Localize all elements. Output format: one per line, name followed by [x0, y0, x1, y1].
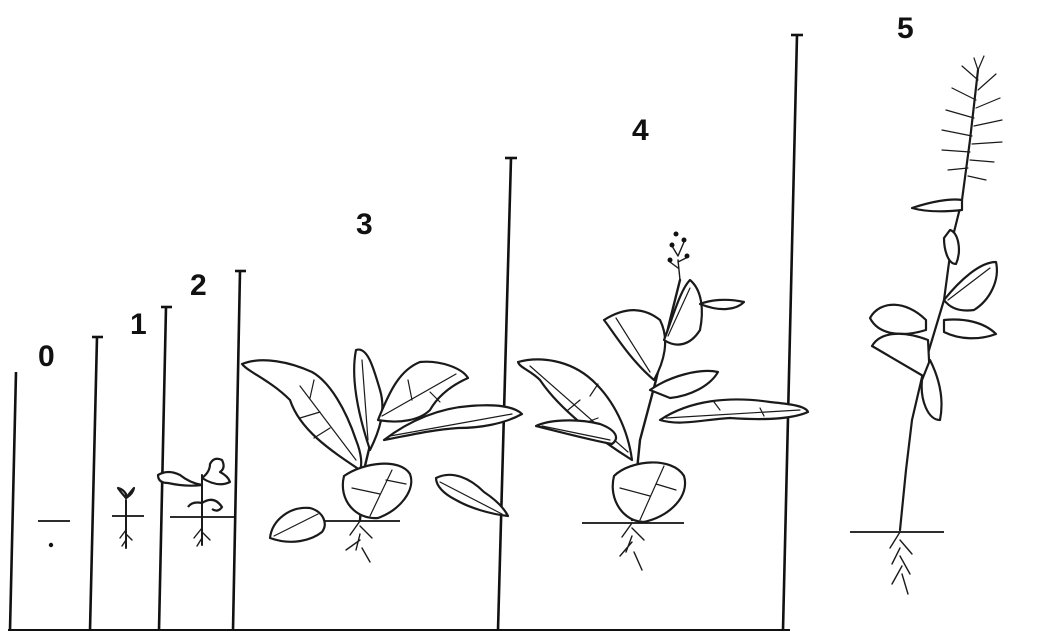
seedling-icon	[112, 488, 144, 548]
stage-label-3: 3	[356, 208, 373, 241]
stage-label-4: 4	[632, 114, 649, 147]
flowering-plant-icon	[518, 232, 808, 571]
seed-icon	[38, 521, 70, 547]
stage-label-1: 1	[130, 308, 147, 341]
stage-label-0: 0	[38, 340, 55, 373]
seeding-plant-icon	[850, 56, 1002, 594]
rosette-plant-icon	[242, 350, 522, 562]
height-bar-3	[498, 158, 511, 630]
stage-label-5: 5	[897, 12, 914, 45]
height-bar-1	[90, 337, 97, 630]
height-bar-2a	[159, 307, 166, 630]
stage-label-2: 2	[190, 269, 207, 302]
height-bar-0	[10, 372, 16, 630]
height-bar-2b	[233, 271, 240, 630]
young-plant-icon	[158, 459, 236, 546]
height-bar-4	[783, 35, 797, 630]
